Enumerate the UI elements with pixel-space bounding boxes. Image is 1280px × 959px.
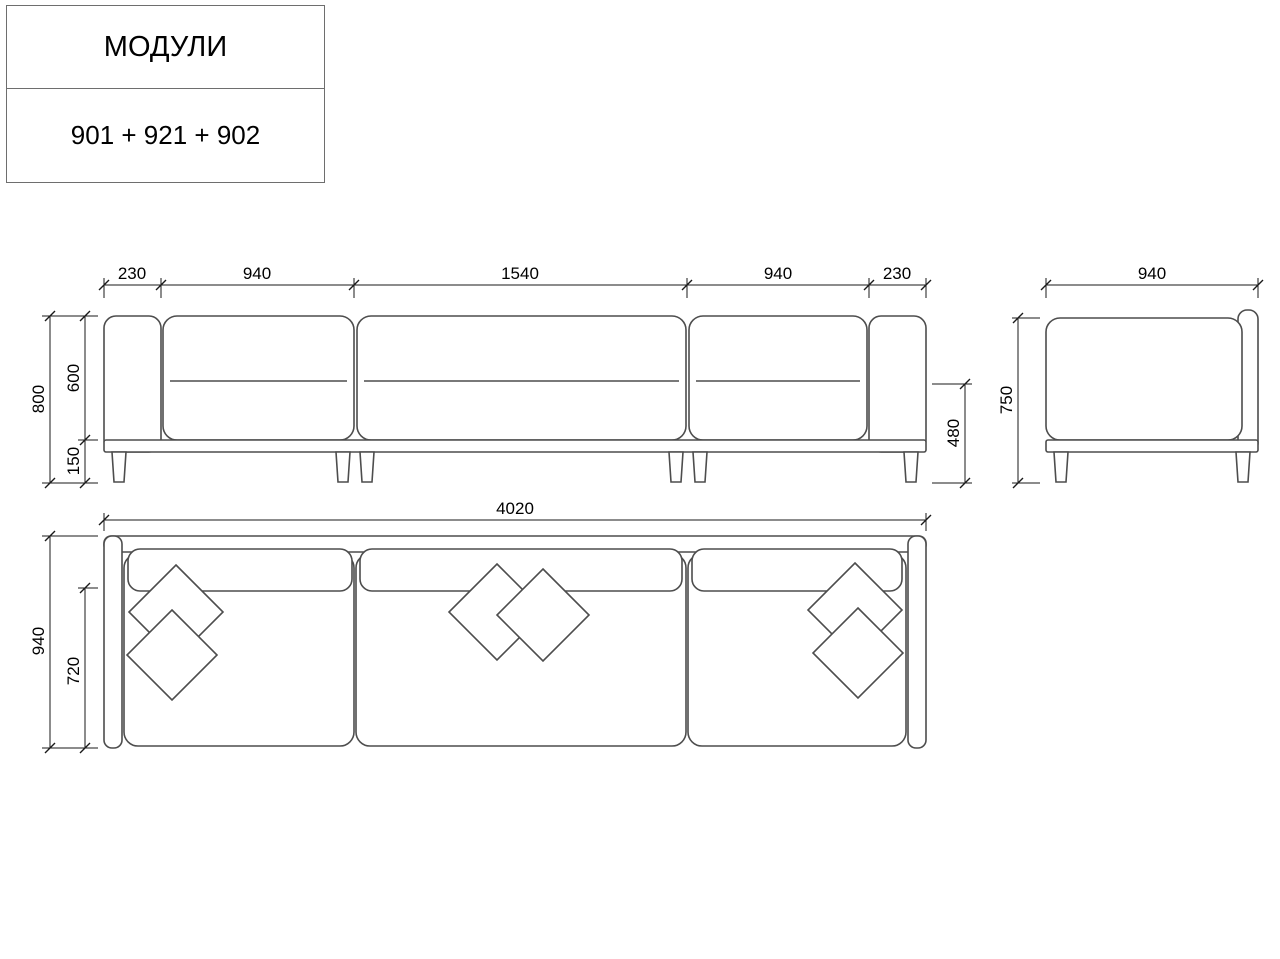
dim-front-arm-left: 230 [118,264,146,283]
front-right-arm [868,315,927,453]
front-module-3 [688,315,868,441]
dim-front-seat-height: 480 [944,419,963,447]
dim-side-height: 750 [997,386,1016,414]
side-legs [1053,451,1251,483]
front-legs [111,451,919,483]
plan-right-arm [907,535,927,749]
plan-view [103,535,927,749]
drawing-title-cell: МОДУЛИ [6,5,325,89]
front-view [103,315,927,483]
dim-front-base-height: 150 [64,447,83,475]
dim-ext-plan-top [103,513,927,531]
dim-ext-side-top [1045,278,1259,298]
dim-ext-front-left [42,315,98,484]
dim-front-back-height: 600 [64,364,83,392]
front-left-arm [103,315,162,453]
front-module-1 [162,315,355,441]
dimension-ticks [44,279,1264,754]
dim-front-total-height: 800 [29,385,48,413]
pillow [495,567,591,663]
plan-back-cushion-2 [359,548,683,592]
side-arm-panel [1045,317,1243,441]
dim-plan-total-depth: 940 [29,627,48,655]
dim-front-module-3: 940 [764,264,792,283]
dimension-labels: 230 940 1540 940 230 800 600 150 480 940… [29,264,1166,685]
front-base [103,439,927,453]
plan-left-arm [103,535,123,749]
pillow [125,608,219,702]
side-view [1045,309,1259,483]
drawing-title: МОДУЛИ [103,30,228,63]
module-codes-cell: 901 + 921 + 902 [6,88,325,183]
pillow [811,606,905,700]
dim-ext-plan-left [42,535,98,749]
dim-plan-total-width: 4020 [496,499,534,518]
dim-front-arm-right: 230 [883,264,911,283]
front-module-2 [356,315,687,441]
dimension-lines [42,278,1259,749]
dim-front-module-2: 1540 [501,264,539,283]
title-block: МОДУЛИ 901 + 921 + 902 [6,5,325,183]
side-base [1045,439,1259,453]
dim-front-module-1: 940 [243,264,271,283]
dim-ext-side-left [1012,317,1040,484]
dim-plan-seat-depth: 720 [64,657,83,685]
module-codes: 901 + 921 + 902 [70,120,261,150]
dim-side-depth: 940 [1138,264,1166,283]
dim-ext-front-top [103,278,927,298]
